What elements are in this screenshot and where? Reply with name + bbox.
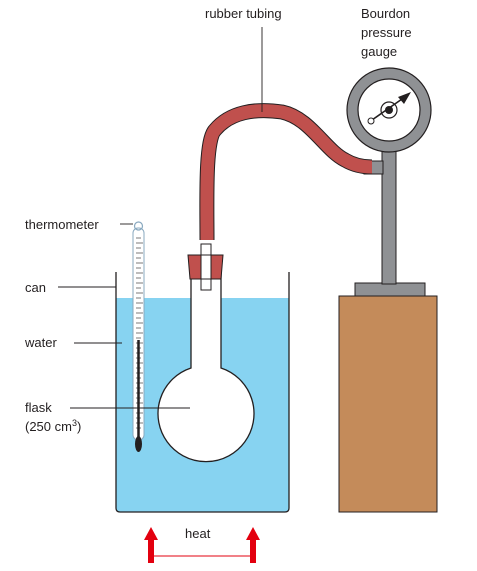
thermometer (132, 221, 145, 452)
rubber-tubing-outline (199, 103, 373, 241)
bourdon-gauge (346, 67, 432, 153)
stopper-tube-segment (200, 254, 212, 280)
label-gauge: gauge (361, 44, 397, 59)
gauge-pivot (385, 106, 393, 114)
label-water: water (24, 335, 57, 350)
thermometer-scale (136, 237, 143, 429)
label-pressure: pressure (361, 25, 412, 40)
gauge-needle-arrowhead (398, 92, 411, 104)
flask (157, 270, 255, 463)
thermometer-top-ring (133, 221, 144, 231)
label-flask-volume: (250 cm3) (25, 418, 81, 434)
label-bourdon: Bourdon (361, 6, 410, 21)
heat-arrow-right (246, 527, 260, 563)
gauge-stem (381, 146, 397, 285)
label-can: can (25, 280, 46, 295)
gauge-needle-tail (367, 117, 375, 125)
wooden-block (338, 295, 438, 513)
label-heat: heat (185, 526, 211, 541)
label-flask: flask (25, 400, 52, 415)
gauge-base-plate (354, 282, 426, 297)
label-rubber-tubing: rubber tubing (205, 6, 282, 21)
label-thermometer: thermometer (25, 217, 99, 232)
gauge-needle (371, 98, 403, 121)
rubber-tubing (200, 104, 373, 241)
heat-arrow-left (144, 527, 158, 563)
thermometer-bulb (135, 436, 142, 452)
can (115, 272, 290, 513)
